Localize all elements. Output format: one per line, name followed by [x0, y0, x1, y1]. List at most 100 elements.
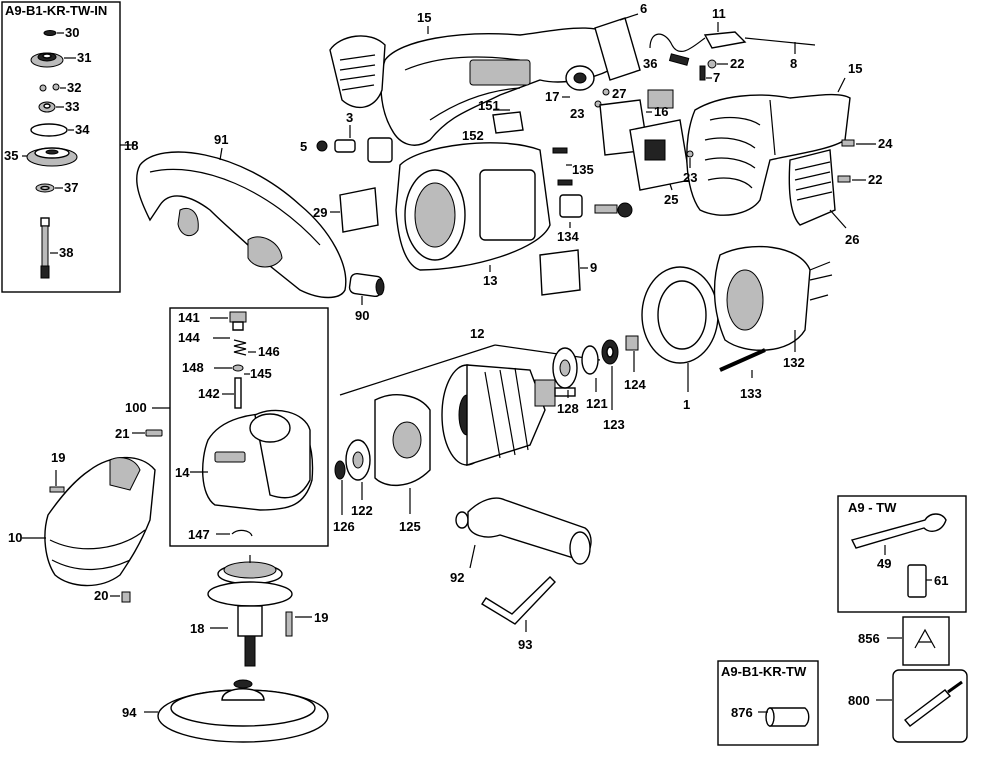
- callout-147: 147: [188, 527, 210, 542]
- callout-26: 26: [845, 232, 859, 247]
- callout-144: 144: [178, 330, 200, 345]
- callout-18b: 18: [190, 621, 204, 636]
- callout-15b: 15: [848, 61, 862, 76]
- small-parts-36-22-7: 36 22 7: [643, 53, 744, 85]
- callout-145: 145: [250, 366, 272, 381]
- callout-90: 90: [355, 308, 369, 323]
- callout-8: 8: [790, 56, 797, 71]
- part-15-housing-left: 15: [329, 10, 621, 146]
- callout-16: 16: [654, 104, 668, 119]
- callout-142: 142: [198, 386, 220, 401]
- callout-31: 31: [77, 50, 91, 65]
- callout-133: 133: [740, 386, 762, 401]
- callout-27: 27: [612, 86, 626, 101]
- part-25-switch: 25: [629, 119, 691, 207]
- parts-bearings-right: 128 121 123 124: [552, 335, 646, 432]
- part-11-cord: 11 8: [649, 6, 816, 71]
- callout-21: 21: [115, 426, 129, 441]
- callout-34: 34: [75, 122, 90, 137]
- callout-14: 14: [175, 465, 190, 480]
- callout-23a: 23: [570, 106, 584, 121]
- callout-17: 17: [545, 89, 559, 104]
- part-1-baffle: 1: [641, 266, 719, 412]
- part-800-cord-set: 800: [848, 669, 968, 743]
- callout-11: 11: [712, 6, 726, 21]
- callout-856: 856: [858, 631, 880, 646]
- callout-141: 141: [178, 310, 200, 325]
- parts-right-screws: 23 24 22 26: [683, 136, 893, 247]
- callout-148: 148: [182, 360, 204, 375]
- part-21-screw: 21: [115, 426, 163, 441]
- callout-6: 6: [640, 1, 647, 16]
- callout-132: 132: [783, 355, 805, 370]
- parts-5-3-brushes: 5 3: [300, 110, 393, 163]
- callout-100: 100: [125, 400, 147, 415]
- callout-122: 122: [351, 503, 373, 518]
- kit-title-in: A9-B1-KR-TW-IN: [5, 3, 107, 18]
- callout-19b: 19: [314, 610, 328, 625]
- callout-5: 5: [300, 139, 307, 154]
- callout-15a: 15: [417, 10, 431, 25]
- part-132-field: 132: [713, 245, 833, 370]
- kit-box-tw: A9 - TW 49 61: [837, 495, 967, 613]
- part-92-side-handle: 92: [450, 497, 592, 585]
- part-9-label: 9: [539, 249, 597, 296]
- callout-37: 37: [64, 180, 78, 195]
- part-856-manual: 856: [858, 616, 950, 666]
- part-12-armature: 12: [339, 326, 601, 466]
- part-133-screw: 133: [719, 348, 766, 401]
- callout-800: 800: [848, 693, 870, 708]
- part-29-label: 29: [313, 187, 379, 233]
- callout-121: 121: [586, 396, 608, 411]
- callout-1: 1: [683, 397, 690, 412]
- callout-23b: 23: [683, 170, 697, 185]
- callout-25: 25: [664, 192, 678, 207]
- part-10-guard: 10 19 20: [8, 450, 156, 603]
- part-90-spacer: 90: [348, 272, 385, 323]
- kit-title-tw: A9 - TW: [848, 500, 897, 515]
- part-6-box: 6: [594, 1, 647, 81]
- part-18-spindle-assembly: 18 19: [190, 555, 328, 667]
- callout-7: 7: [713, 70, 720, 85]
- callout-125: 125: [399, 519, 421, 534]
- callout-134: 134: [557, 229, 579, 244]
- callout-22b: 22: [868, 172, 882, 187]
- callout-49: 49: [877, 556, 891, 571]
- callout-92: 92: [450, 570, 464, 585]
- callout-18a: 18: [124, 138, 138, 153]
- callout-876: 876: [731, 705, 753, 720]
- callout-38: 38: [59, 245, 73, 260]
- callout-135: 135: [572, 162, 594, 177]
- callout-9: 9: [590, 260, 597, 275]
- callout-152: 152: [462, 128, 484, 143]
- callout-35: 35: [4, 148, 18, 163]
- part-91-side-handle: 91: [136, 132, 347, 299]
- callout-128: 128: [557, 401, 579, 416]
- callout-151: 151: [478, 98, 500, 113]
- part-13-motor-housing: 13: [395, 142, 551, 288]
- callout-91: 91: [214, 132, 228, 147]
- callout-19a: 19: [51, 450, 65, 465]
- callout-94: 94: [122, 705, 137, 720]
- kit-title-kr: A9-B1-KR-TW: [721, 664, 807, 679]
- callout-33: 33: [65, 99, 79, 114]
- callout-126: 126: [333, 519, 355, 534]
- kit-box-kr: A9-B1-KR-TW 876: [717, 660, 819, 746]
- callout-36: 36: [643, 56, 657, 71]
- callout-124: 124: [624, 377, 646, 392]
- kit-inset-in: A9-B1-KR-TW-IN 30 31 32 33 34 35 37: [1, 1, 121, 293]
- callout-24: 24: [878, 136, 893, 151]
- part-93-hex-key: 93: [481, 576, 556, 652]
- parts-baffle-125: 125 122 126: [333, 394, 431, 534]
- labels-151-152: 151 152: [462, 98, 524, 143]
- callout-93: 93: [518, 637, 532, 652]
- callout-30: 30: [65, 25, 79, 40]
- parts-135-134: 135 134: [552, 147, 633, 244]
- part-94-pad: 94: [122, 679, 329, 743]
- callout-13: 13: [483, 273, 497, 288]
- gear-housing-group-100: 100 141 144 146 148 145 142 14 147: [125, 307, 329, 547]
- callout-32: 32: [67, 80, 81, 95]
- callout-10: 10: [8, 530, 22, 545]
- callout-22a: 22: [730, 56, 744, 71]
